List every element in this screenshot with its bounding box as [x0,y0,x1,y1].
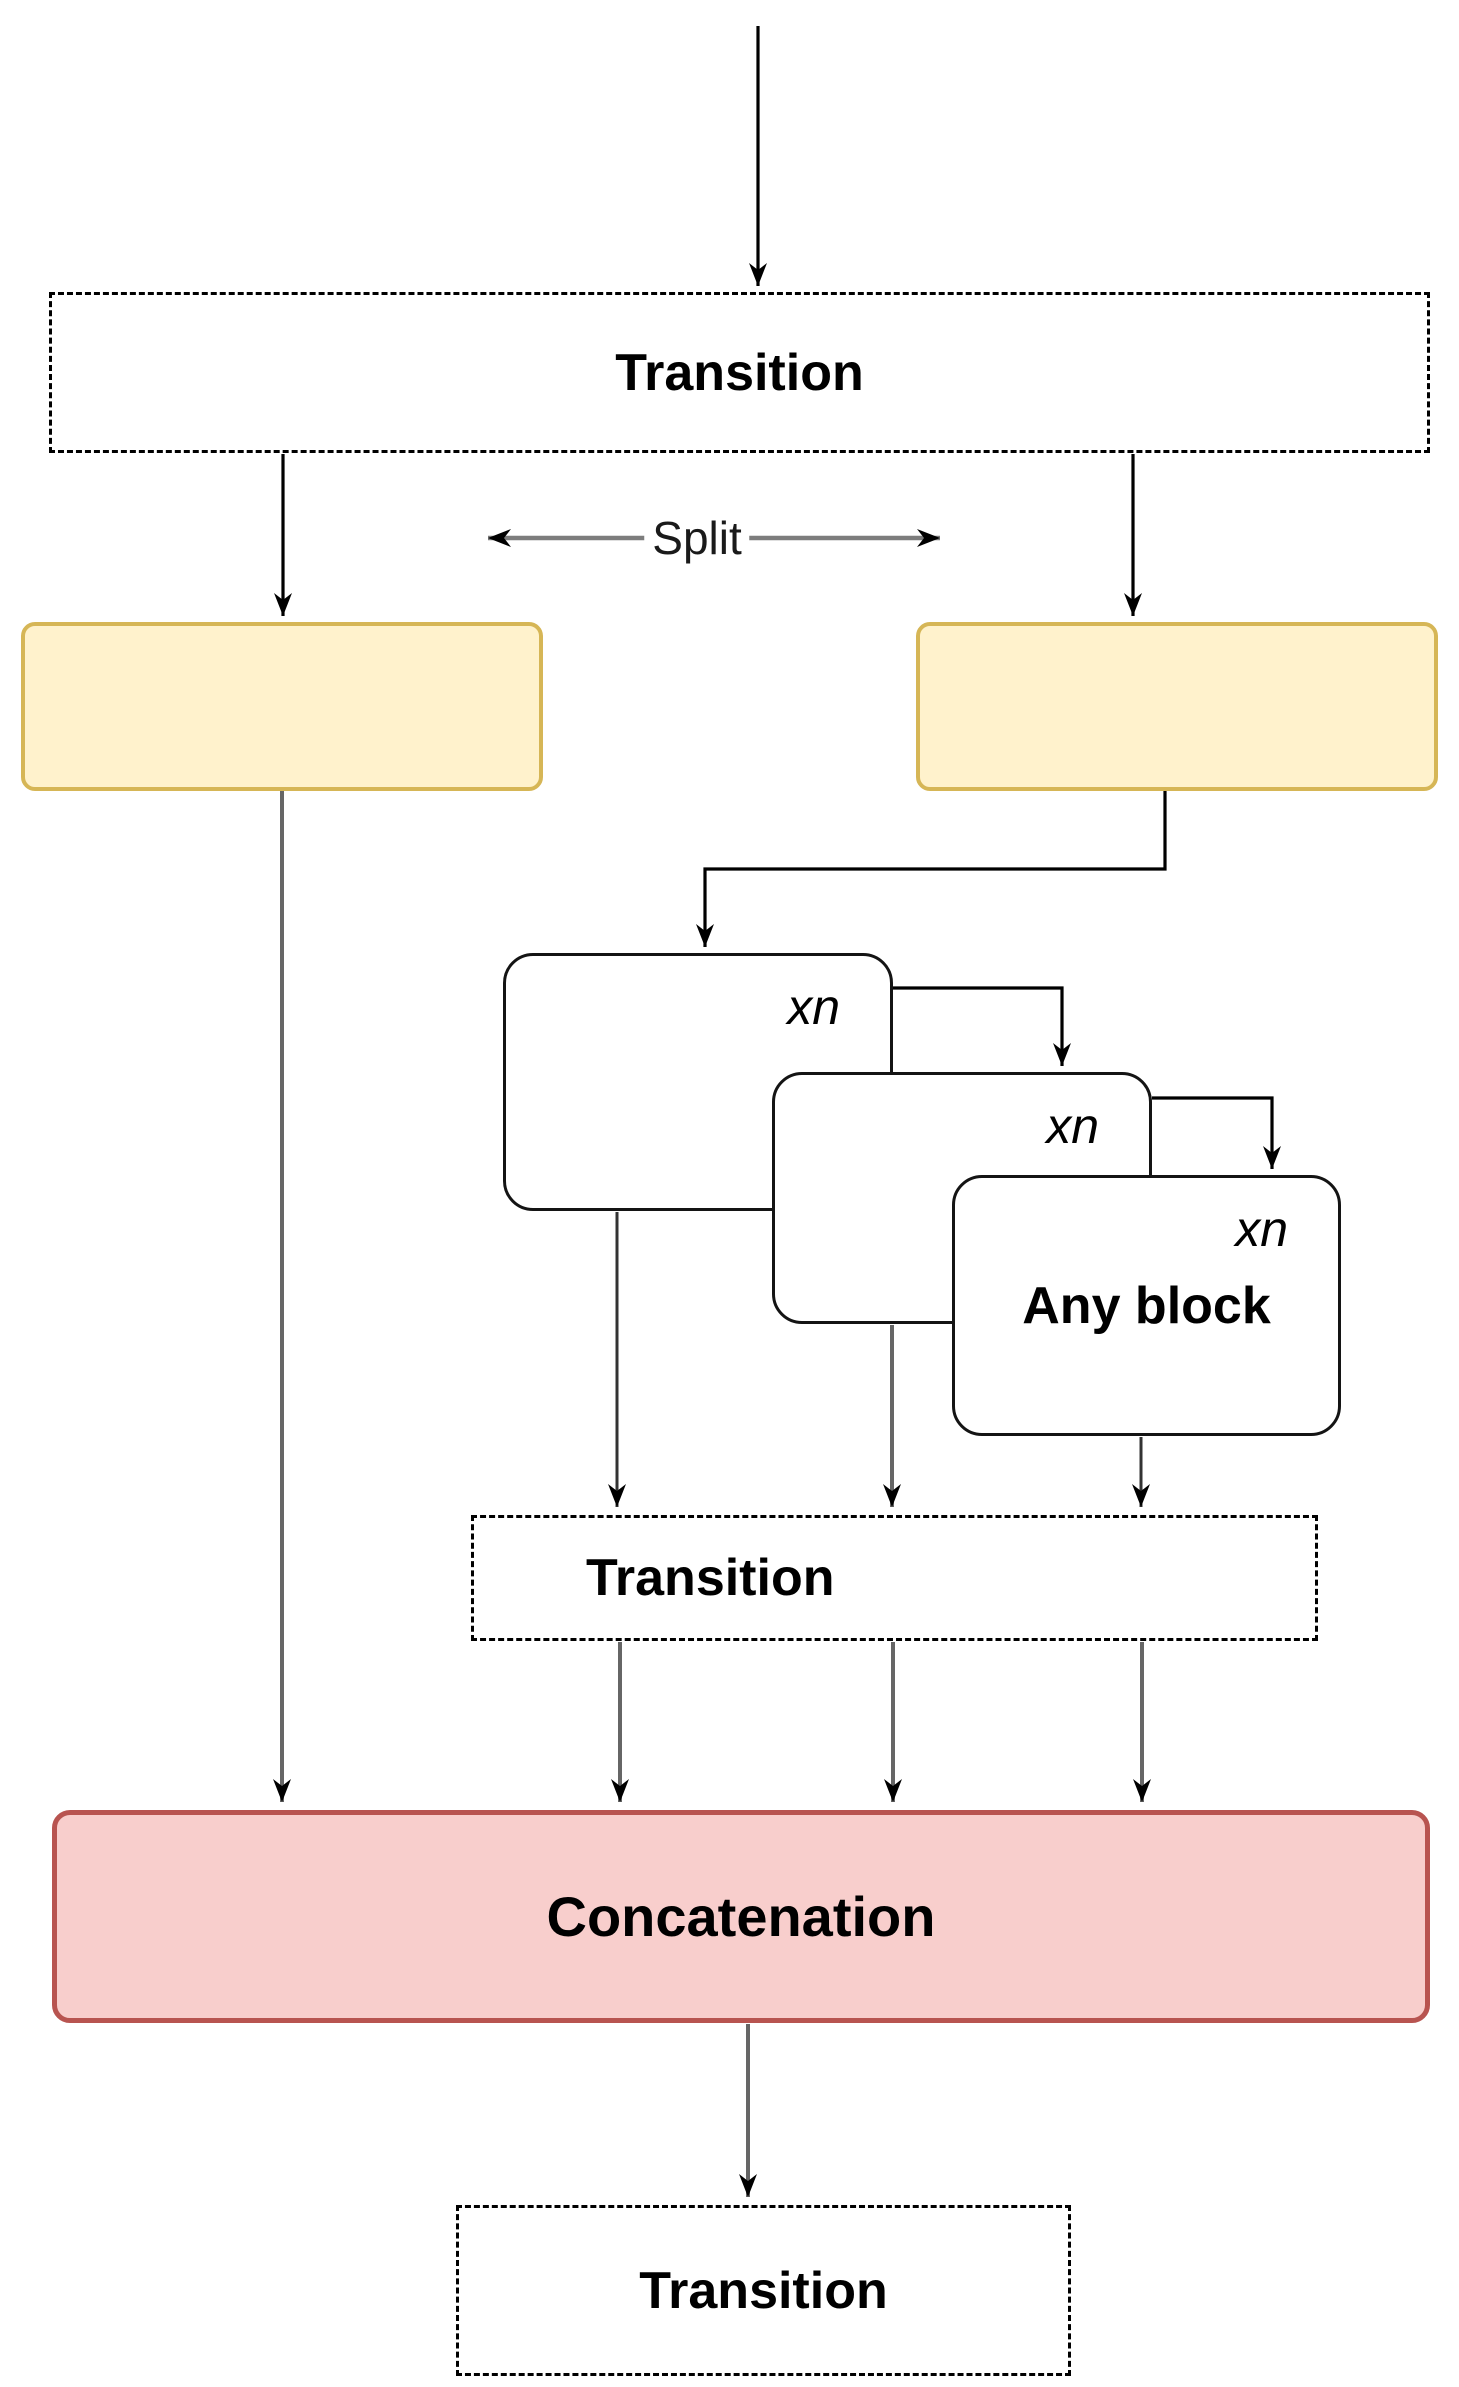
wire-right-branch-to-block1 [696,791,1167,947]
transition-mid-box: Transition [471,1515,1318,1641]
transition-bottom-box: Transition [456,2205,1071,2376]
repeat-block-3-any-block: xn Any block [952,1175,1341,1436]
any-block-label: Any block [1022,1276,1271,1335]
split-edge-label: Split [644,509,750,567]
repeat-count-label-3: xn [1235,1201,1288,1257]
concatenation-label: Concatenation [546,1885,936,1948]
transition-top-label: Transition [615,343,864,402]
transition-top-box: Transition [49,292,1430,453]
transition-mid-label: Transition [586,1549,835,1607]
branch-right-box [916,622,1438,791]
concatenation-box: Concatenation [52,1810,1430,2023]
branch-left-box [21,622,543,791]
wire-block2-to-block3 [1152,1096,1281,1169]
repeat-count-label-1: xn [787,979,840,1035]
transition-bottom-label: Transition [639,2261,888,2320]
repeat-count-label-2: xn [1046,1098,1099,1154]
wire-block1-to-block2 [892,986,1071,1066]
